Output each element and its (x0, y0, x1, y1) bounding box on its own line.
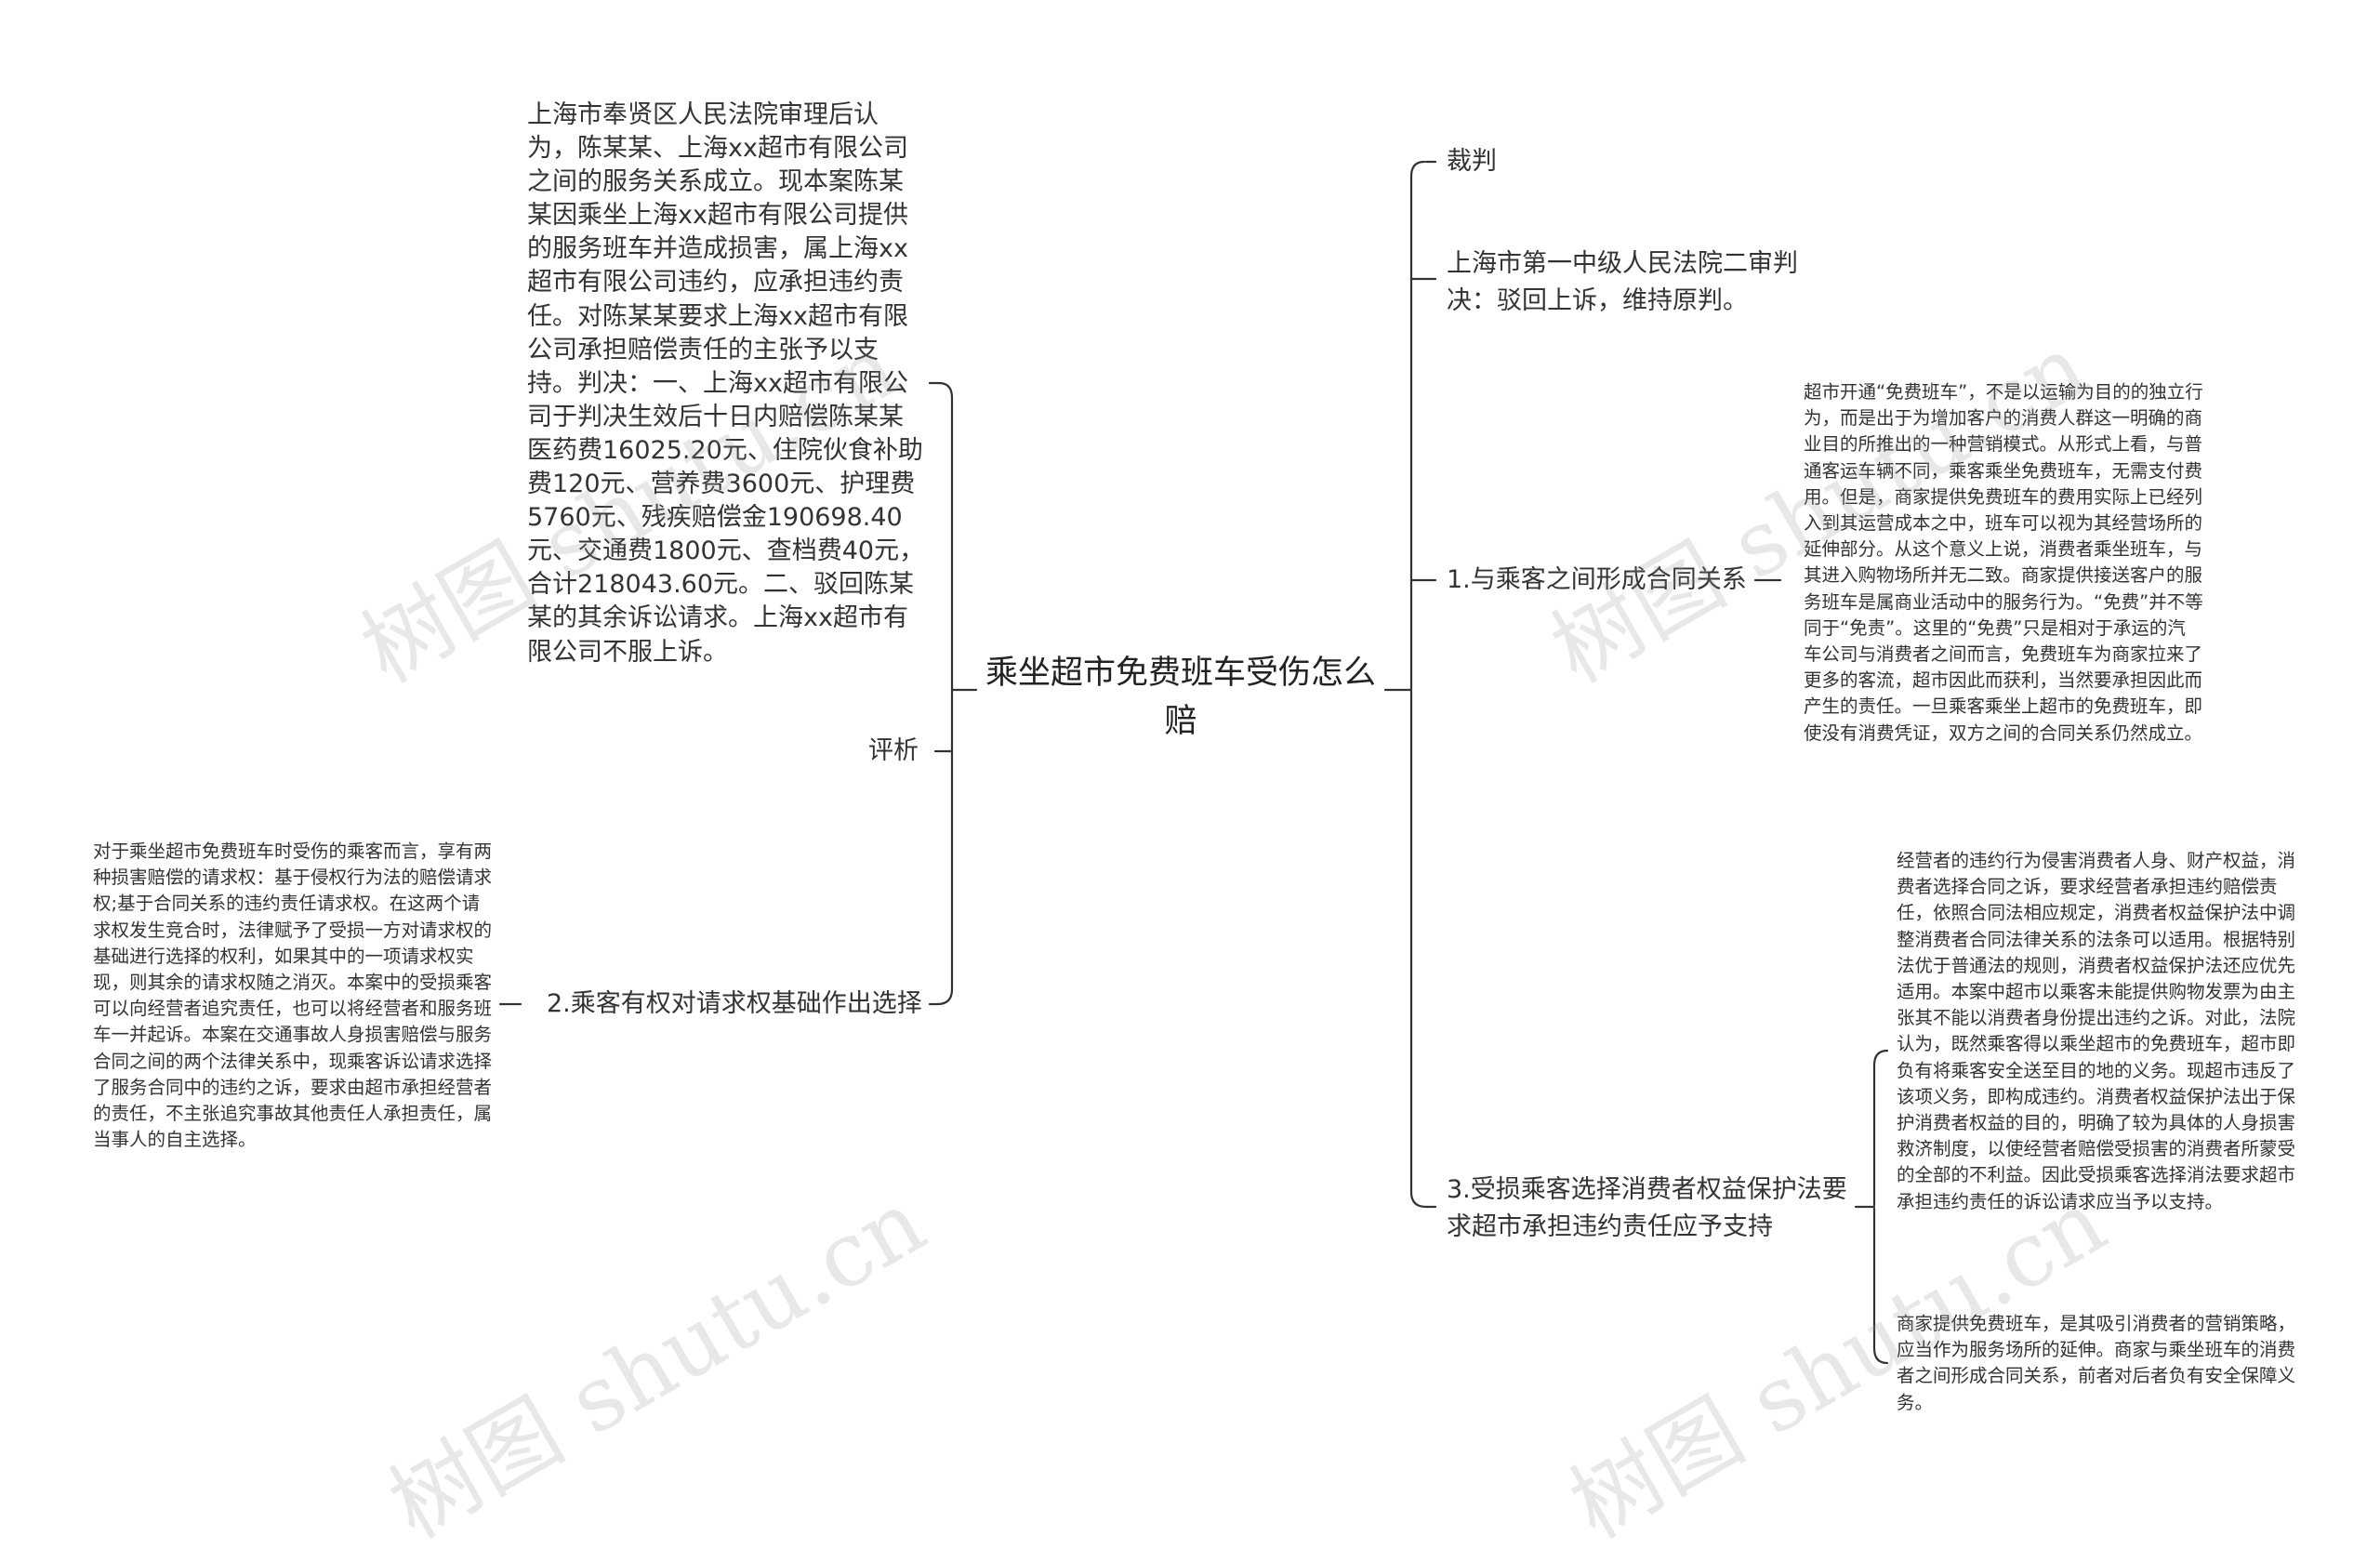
left-node-analysis[interactable]: 评析 (868, 736, 919, 765)
right-trunk (1409, 160, 1428, 1209)
right-node-contract-relation-detail: 超市开通“免费班车”，不是以运输为目的的独立行为，而是出于为增加客户的消费人群这… (1804, 381, 2203, 744)
n4-details-bracket (1872, 1049, 1889, 1207)
right-node-consumer-law-detail-2: 商家提供免费班车，是其吸引消费者的营销策略，应当作为服务场所的延伸。商家与乘坐班… (1897, 1313, 2296, 1413)
left-node-claim-choice-detail: 对于乘坐超市免费班车时受伤的乘客而言，享有两种损害赔偿的请求权：基于侵权行为法的… (93, 841, 493, 1151)
left-node-claim-choice[interactable]: 2.乘客有权对请求权基础作出选择 (547, 989, 922, 1018)
n4-details-bracket-lower (1872, 1207, 1889, 1365)
right-node-second-instance[interactable]: 上海市第一中级人民法院二审判决：驳回上诉，维持原判。 (1447, 249, 1798, 315)
left-node-analysis-detail: 上海市奉贤区人民法院审理后认为，陈某某、上海xx超市有限公司之间的服务关系成立。… (527, 100, 925, 667)
root-topic[interactable]: 乘坐超市免费班车受伤怎么赔 (985, 655, 1376, 740)
right-node-consumer-law-detail-1: 经营者的违约行为侵害消费者人身、财产权益，消费者选择合同之诉，要求经营者承担违约… (1897, 850, 2296, 1212)
right-node-contract-relation[interactable]: 1.与乘客之间形成合同关系 (1447, 565, 1747, 594)
mindmap-connectors (498, 160, 1889, 1365)
right-node-consumer-law[interactable]: 3.受损乘客选择消费者权益保护法要求超市承担违约责任应予支持 (1447, 1175, 1847, 1241)
right-node-judgment[interactable]: 裁判 (1447, 147, 1497, 176)
left-trunk (935, 381, 954, 1006)
